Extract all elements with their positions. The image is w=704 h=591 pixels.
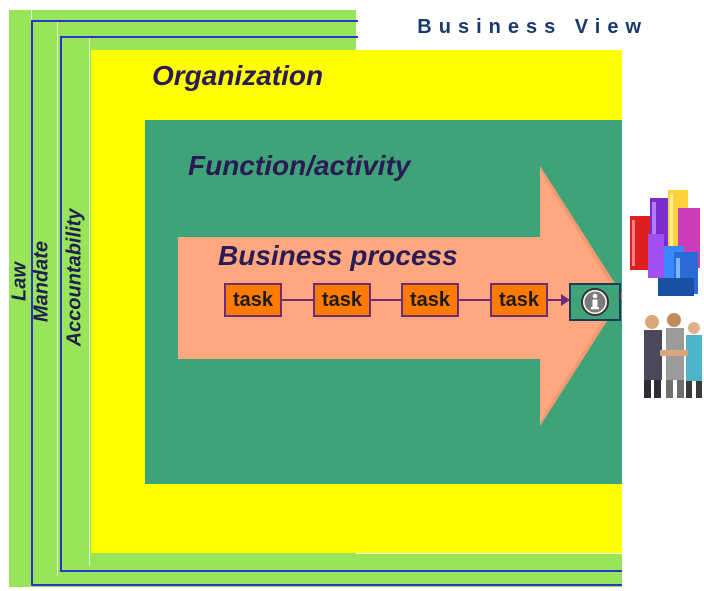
band-separator (57, 22, 58, 575)
task-connector (371, 299, 401, 301)
task-connector (282, 299, 313, 301)
information-box (569, 283, 621, 321)
task-box-2: task (313, 283, 371, 317)
mandate-label: Mandate (30, 240, 53, 323)
task-box-3: task (401, 283, 459, 317)
law-line-top (31, 20, 358, 22)
buildings-icon (630, 190, 700, 296)
mandate-line-bottom (60, 570, 622, 572)
task-box-1: task (224, 283, 282, 317)
arrow-shape (178, 166, 623, 426)
task-connector (548, 299, 563, 301)
arrowhead-icon (561, 294, 570, 306)
business-people-icon (644, 313, 702, 398)
task-connector (459, 299, 490, 301)
mandate-line-top (60, 36, 358, 38)
law-line-bottom (31, 584, 622, 586)
business-view-title: Business View (417, 16, 648, 38)
accountability-label: Accountability (63, 208, 86, 347)
band-separator (89, 36, 90, 566)
law-line (31, 20, 33, 586)
business-process-arrow (178, 166, 623, 426)
function-label: Function/activity (188, 150, 411, 181)
organization-label: Organization (152, 60, 324, 91)
process-label: Business process (218, 240, 458, 271)
mandate-line (60, 36, 62, 572)
law-label: Law (8, 262, 31, 301)
task-box-4: task (490, 283, 548, 317)
info-icon (581, 288, 609, 316)
